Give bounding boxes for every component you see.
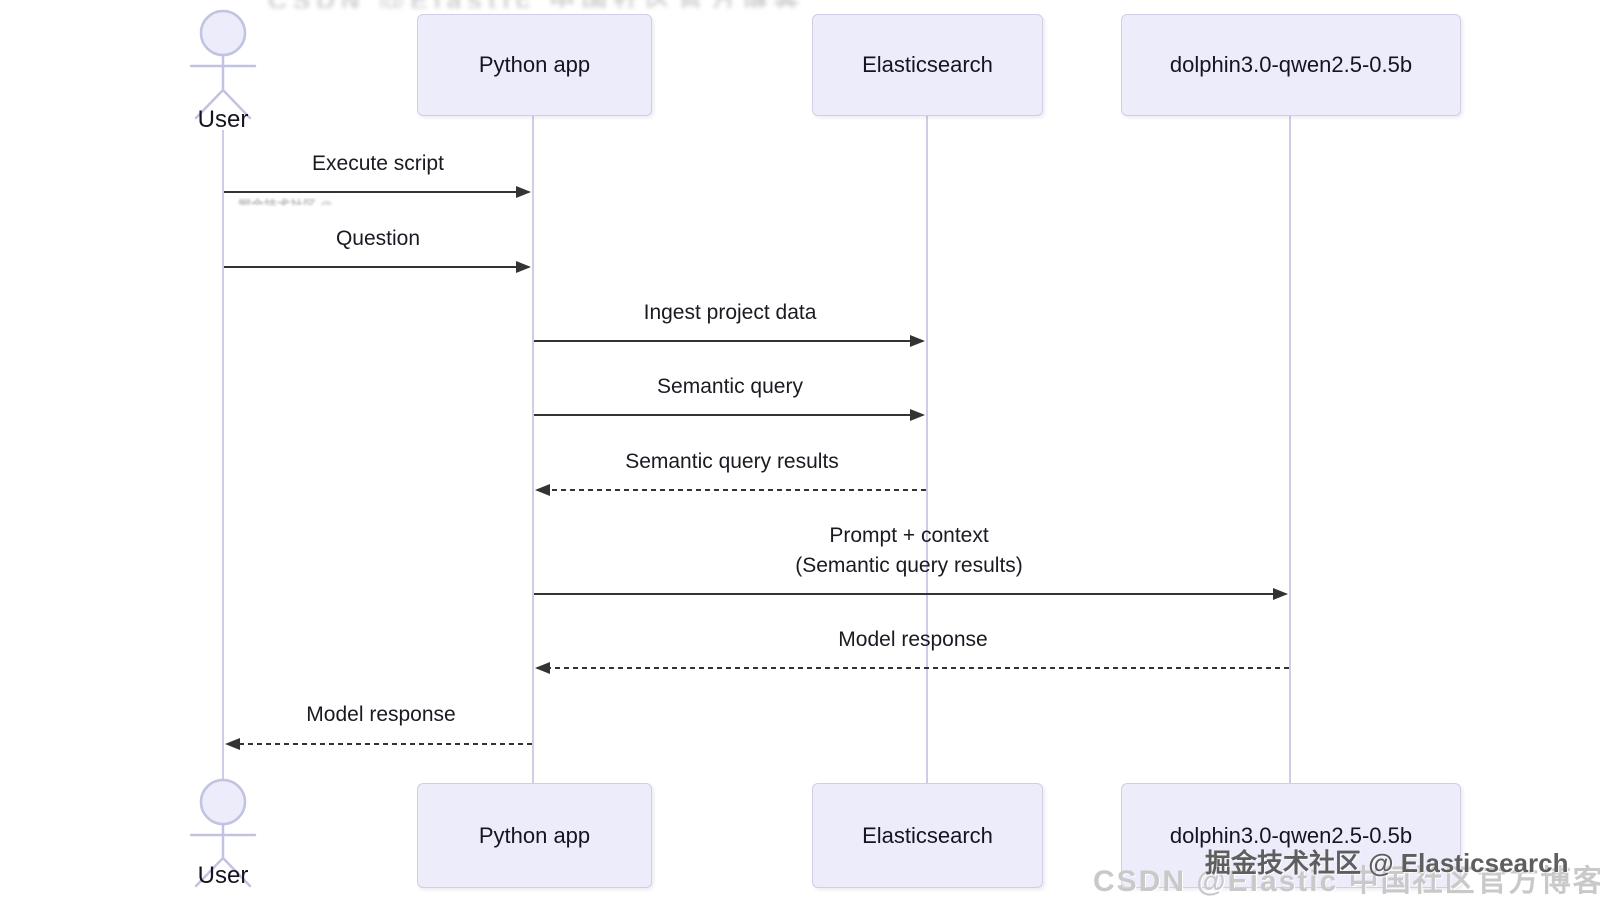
message-label-prompt-context-line2: (Semantic query results) [795, 554, 1023, 577]
participant-label: dolphin3.0-qwen2.5-0.5b [1169, 822, 1413, 848]
message-label-model-response-to-app: Model response [838, 628, 988, 651]
watermark-juejin: 掘金技术社区 @ Elasticsearch [1205, 848, 1569, 878]
message-label-execute-script: Execute script [312, 152, 444, 175]
participant-box-python-app-top: Python app [417, 14, 652, 116]
watermark-remnant-small: 掘金技术社区 @ Elasticsearch [238, 195, 334, 205]
participant-box-dolphin-bottom: dolphin3.0-qwen2.5-0.5b [1121, 783, 1461, 888]
actor-label-user-top: User [197, 106, 249, 133]
participant-box-elasticsearch-top: Elasticsearch [812, 14, 1043, 116]
lifelines [222, 114, 1291, 784]
message-label-question: Question [335, 227, 421, 250]
participant-box-python-app-bottom: Python app [417, 783, 652, 888]
message-label-model-response-to-user: Model response [306, 703, 456, 726]
watermark-csdn: CSDN @Elastic 中国社区官方博客 [1093, 865, 1600, 898]
participant-label: Python app [478, 52, 591, 77]
participant-label: dolphin3.0-qwen2.5-0.5b [1169, 52, 1413, 77]
message-label-semantic-query-results: Semantic query results [625, 450, 839, 473]
user-actor-icon-top [189, 9, 257, 120]
message-arrows [224, 186, 1289, 750]
participant-label: Elasticsearch [862, 822, 993, 848]
message-label-prompt-context-line1: Prompt + context [829, 524, 989, 547]
participant-label: Elasticsearch [862, 52, 993, 77]
message-label-semantic-query: Semantic query [657, 375, 803, 398]
message-label-ingest-project-data: Ingest project data [643, 301, 817, 324]
watermark-remnant-top: CSDN @Elastic 中国社区官方博客 [268, 0, 1088, 8]
actor-label-user-bottom: User [197, 862, 249, 889]
participant-label: Python app [478, 822, 591, 848]
user-actor-icon-bottom [189, 778, 257, 888]
participant-box-elasticsearch-bottom: Elasticsearch [812, 783, 1043, 888]
participant-box-dolphin-top: dolphin3.0-qwen2.5-0.5b [1121, 14, 1461, 116]
